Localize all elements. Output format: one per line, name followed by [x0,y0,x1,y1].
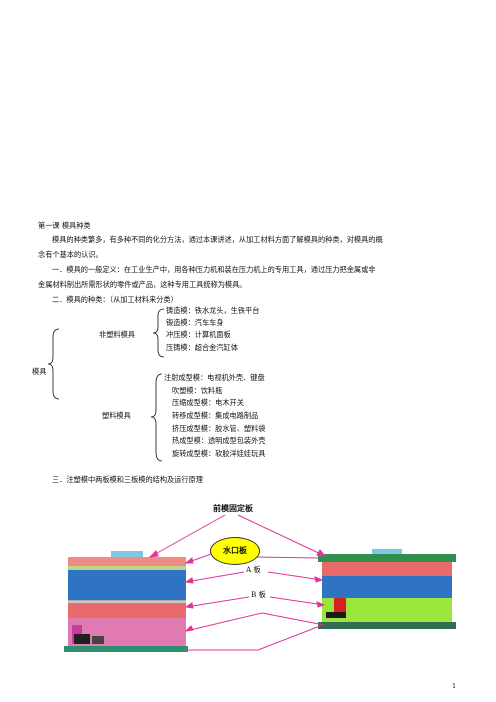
two-plate-mold [64,551,188,652]
tree-root-label: 模具 [32,367,47,376]
non-plastic-item: 压铸模：超合金汽缸体 [166,343,238,352]
lesson-title: 第一课 模具种类 [38,221,91,230]
callout-arrows [148,514,327,651]
non-plastic-item: 铸造模：铁水龙头，生铁平台 [166,306,260,315]
intro-line-1: 模具的种类繁多，有多种不同的化分方法，通过本课讲述，从加工材料方面了解模具的种类… [52,235,383,244]
plastic-item: 转移成型模：集成电路制品 [172,411,259,420]
plastic-item: 热成型模：透明成型包装外壳 [172,436,266,445]
brace-non-plastic [152,308,166,358]
three-plate-mold [318,549,456,629]
section3-heading: 三．注塑模中两板模和三板模的结构及运行原理 [52,475,203,484]
plastic-item: 挤压成型模：胶水管、塑料袋 [172,424,266,433]
callout-front-clamp-plate: 前模固定板 [213,504,253,513]
page-number: 1 [452,682,457,690]
plastic-item: 注射成型模：电视机外壳、键盘 [164,373,265,382]
definition-line-1: 一．模具的一般定义：在工业生产中，用各种压力机和装在压力机上的专用工具，通过压力… [52,265,376,274]
plastic-item: 吹塑模：饮料瓶 [172,386,223,395]
types-heading: 二．模具的种类：（从加工材料来分类） [52,295,178,304]
plastic-item: 压缩成型模：电木开关 [172,398,244,407]
brace-plastic [150,373,164,462]
plastic-label: 塑料模具 [102,411,131,420]
gate-plate-ellipse: 水口板 [210,537,260,565]
definition-line-2: 金属材料制出所需形状的零件或产品，这种专用工具统称为模具。 [38,280,247,289]
callout-gate-plate: 水口板 [223,546,247,556]
intro-line-2: 念有个基本的认识。 [38,250,103,259]
brace-root [47,328,61,400]
non-plastic-item: 锻造模：汽车车身 [166,318,224,327]
label-b-plate: B 板 [251,590,266,599]
non-plastic-item: 冲压模：计算机面板 [166,330,231,339]
label-a-plate: A 板 [246,565,261,574]
non-plastic-label: 非塑料模具 [99,330,135,339]
plastic-item: 旋转成型模：软胶洋娃娃玩具 [172,449,266,458]
